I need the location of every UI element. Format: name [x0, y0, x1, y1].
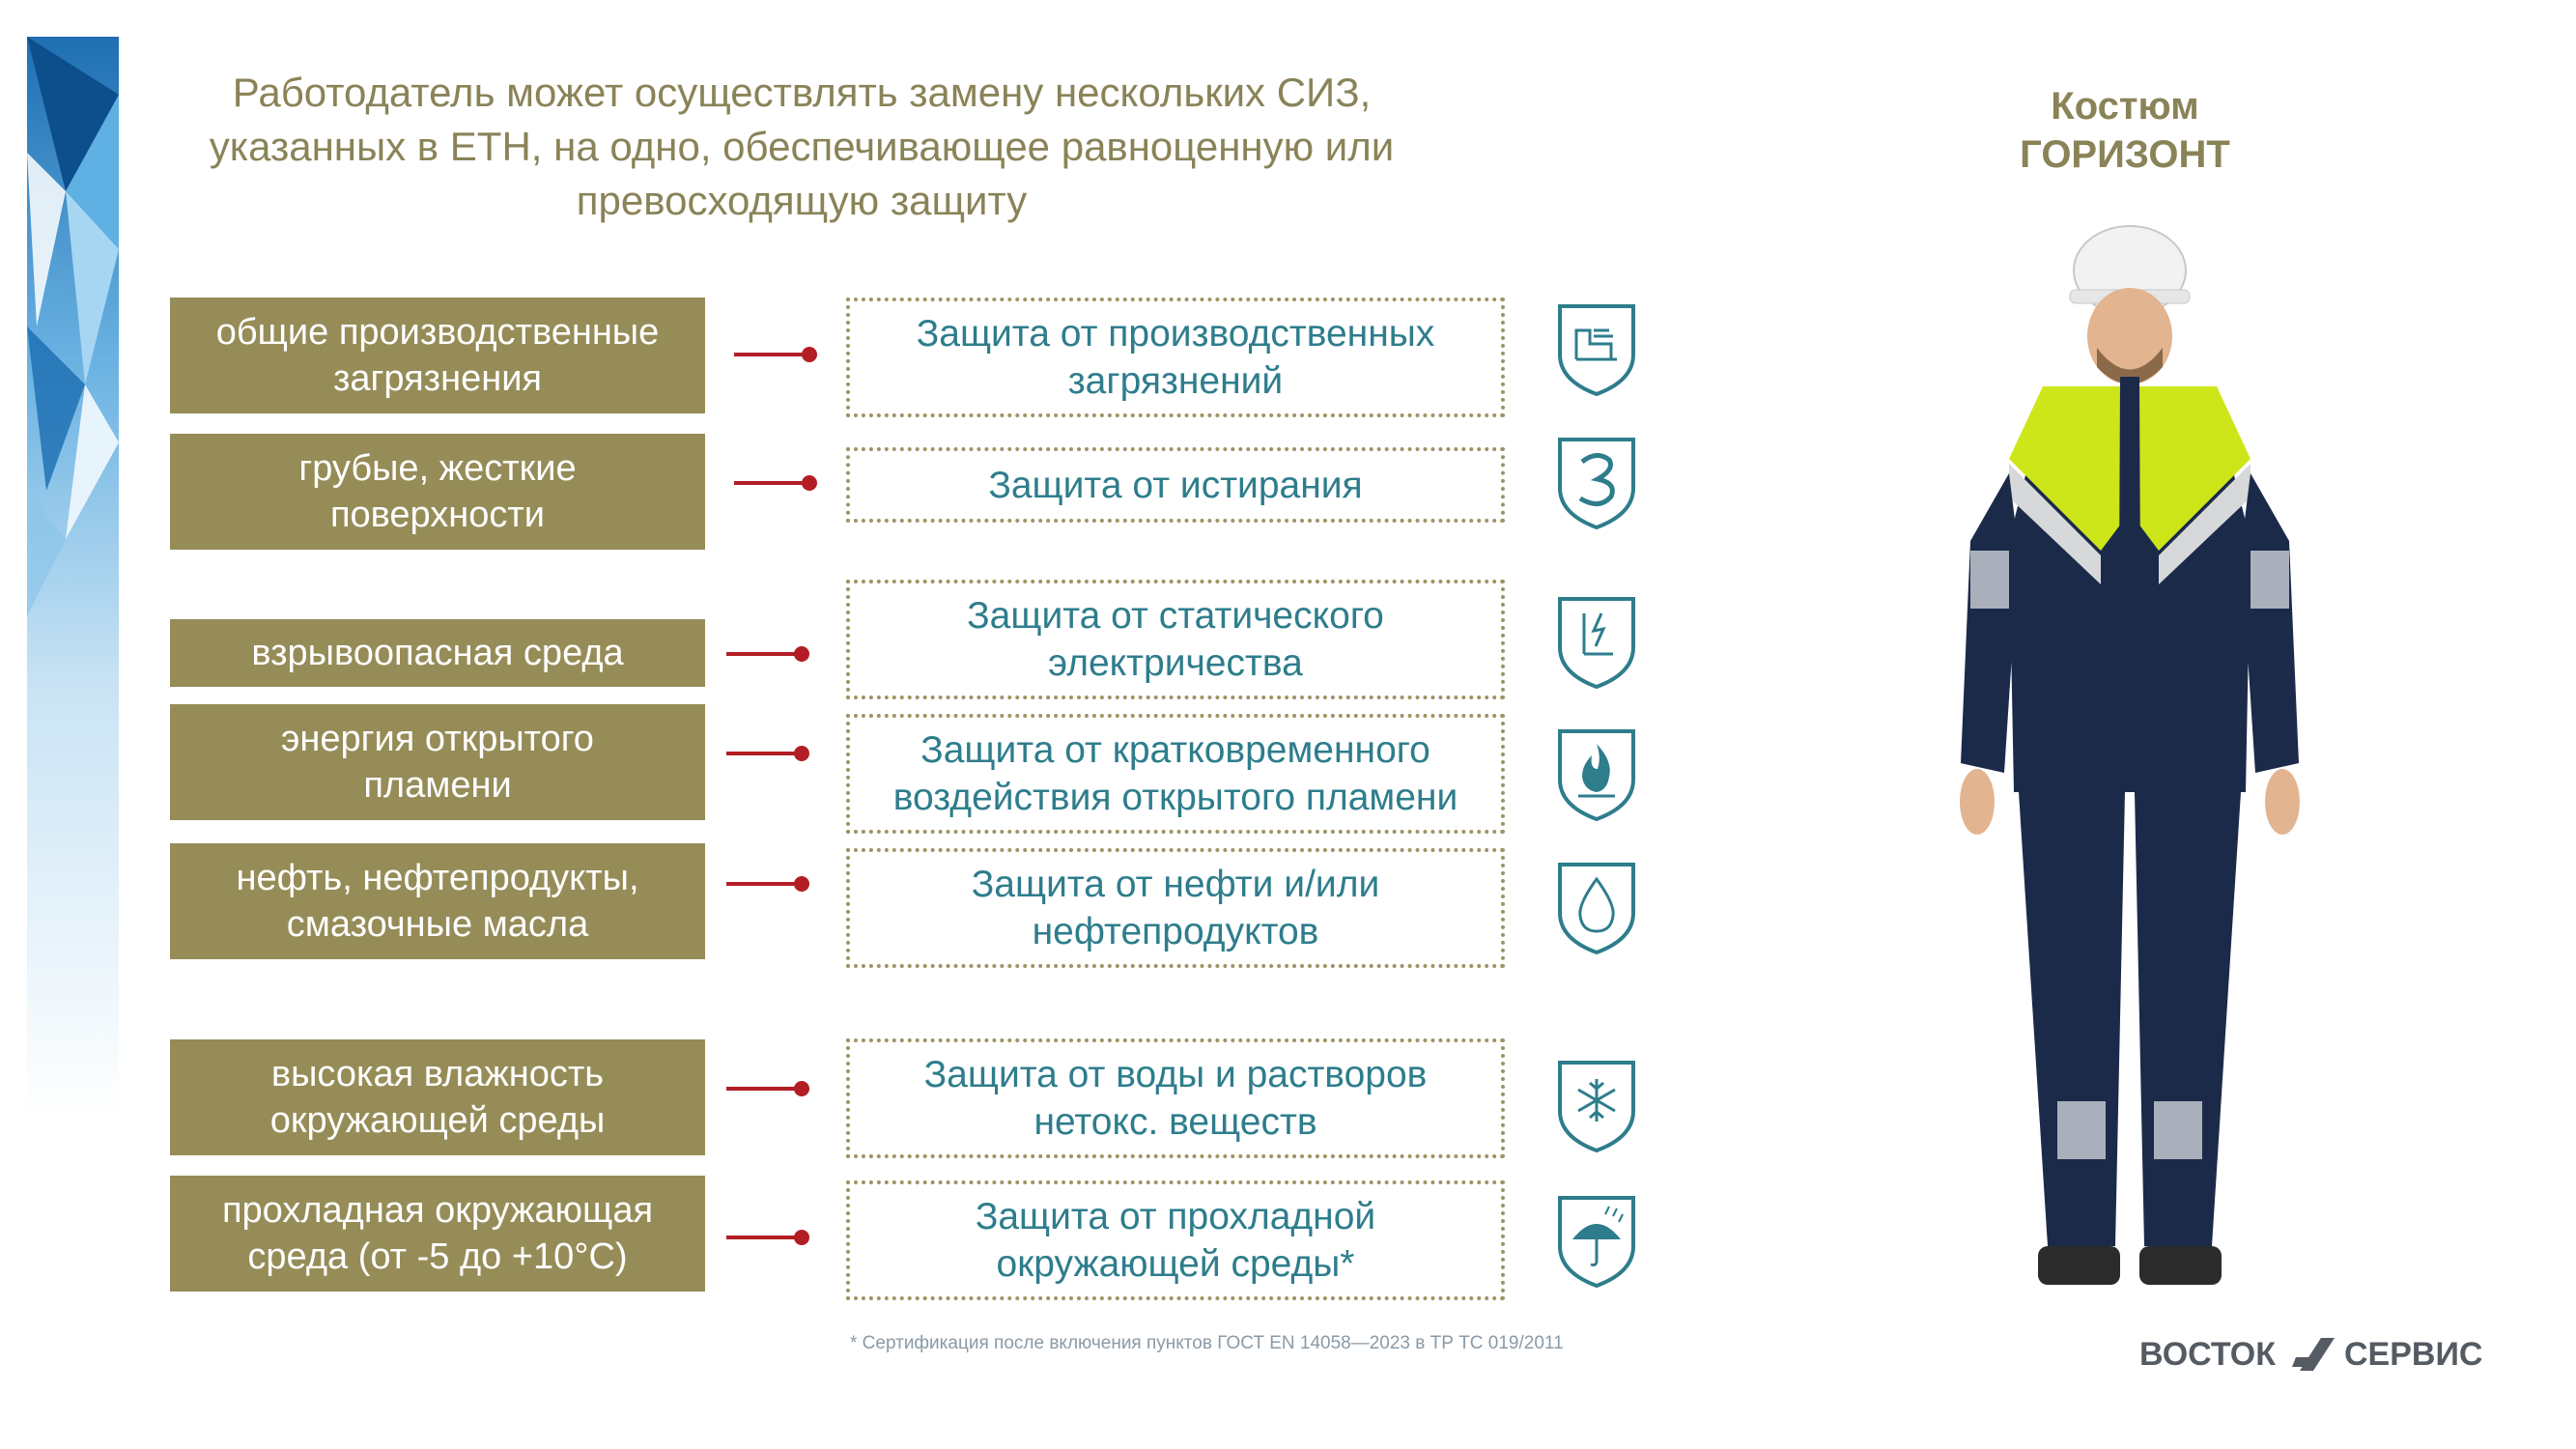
hazard-line: среда (от -5 до +10°С): [247, 1236, 628, 1277]
industrial-pollution-icon: [1558, 304, 1635, 397]
hazard-box: грубые, жесткие поверхности: [170, 434, 705, 550]
suit-illustration: [1960, 225, 2300, 1285]
hazard-box: нефть, нефтепродукты, смазочные масла: [170, 843, 705, 959]
connector-dot: [794, 1081, 809, 1096]
hazard-line: нефть, нефтепродукты,: [236, 858, 639, 898]
logo-text-right: СЕРВИС: [2344, 1336, 2483, 1373]
title-line: указанных в ЕТН, на одно, обеспечивающее…: [209, 124, 1395, 169]
hazard-line: поверхности: [329, 495, 546, 535]
hazard-line: высокая влажность: [270, 1054, 605, 1094]
title-line: Работодатель может осуществлять замену н…: [232, 70, 1372, 115]
protection-line: электричества: [1048, 642, 1303, 684]
product-title-line1: Костюм: [2051, 85, 2199, 128]
protection-box: Защита от истирания: [846, 447, 1505, 523]
hazard-box: общие производственные загрязнения: [170, 298, 705, 413]
connector-dot: [794, 646, 809, 662]
flame-icon: [1558, 729, 1635, 822]
protection-line: загрязнений: [1067, 360, 1284, 402]
logo-mark-icon: [2292, 1338, 2335, 1371]
connector-line: [726, 1236, 802, 1239]
connector-dot: [802, 475, 817, 491]
protection-line: нефтепродуктов: [1032, 911, 1319, 952]
product-title: Костюм ГОРИЗОНТ: [1932, 82, 2318, 179]
connector-dot: [794, 1230, 809, 1245]
company-logo: ВОСТОК СЕРВИС: [2139, 1328, 2487, 1386]
hazard-box: прохладная окружающая среда (от -5 до +10…: [170, 1176, 705, 1292]
protection-line: Защита от статического: [967, 595, 1384, 637]
protection-line: Защита от производственных: [916, 313, 1435, 355]
protection-line: Защита от истирания: [988, 464, 1363, 506]
connector-dot: [794, 876, 809, 892]
hazard-line: грубые, жесткие: [298, 448, 577, 489]
protection-line: нетокс. веществ: [1033, 1101, 1317, 1143]
footnote: * Сертификация после включения пунктов Г…: [850, 1333, 1564, 1353]
page-title: Работодатель может осуществлять замену н…: [155, 66, 1449, 228]
oil-drop-icon: [1558, 863, 1635, 955]
logo-text-left: ВОСТОК: [2139, 1336, 2276, 1373]
protection-line: Защита от кратковременного: [920, 729, 1430, 771]
protection-box: Защита от нефти и/или нефтепродуктов: [846, 848, 1505, 968]
protection-line: окружающей среды*: [996, 1243, 1355, 1285]
hazard-line: смазочные масла: [286, 904, 589, 945]
connector-line: [734, 353, 809, 356]
static-electricity-icon: [1558, 597, 1635, 690]
connector-dot: [802, 347, 817, 362]
protection-box: Защита от прохладной окружающей среды*: [846, 1180, 1505, 1300]
connector-dot: [794, 746, 809, 761]
protection-box: Защита от кратковременного воздействия от…: [846, 714, 1505, 834]
protection-line: Защита от прохладной: [975, 1196, 1376, 1237]
hazard-line: взрывоопасная среда: [251, 633, 624, 673]
hazard-box: высокая влажность окружающей среды: [170, 1039, 705, 1155]
hazard-line: общие производственные: [215, 312, 660, 353]
protection-box: Защита от статического электричества: [846, 580, 1505, 699]
connector-line: [726, 652, 802, 656]
snowflake-icon: [1558, 1061, 1635, 1153]
connector-line: [726, 752, 802, 755]
hazard-line: пламени: [363, 765, 512, 806]
connector-line: [726, 1087, 802, 1091]
hazard-box: взрывоопасная среда: [170, 619, 705, 687]
hazard-line: энергия открытого: [281, 719, 594, 759]
protection-line: Защита от воды и растворов: [923, 1054, 1428, 1095]
connector-line: [726, 882, 802, 886]
abrasion-icon: [1558, 438, 1635, 530]
title-line: превосходящую защиту: [576, 178, 1028, 223]
protection-box: Защита от производственных загрязнений: [846, 298, 1505, 417]
connector-line: [734, 481, 809, 485]
protection-box: Защита от воды и растворов нетокс. вещест…: [846, 1038, 1505, 1158]
hazard-line: прохладная окружающая: [221, 1190, 654, 1231]
hazard-line: окружающей среды: [269, 1100, 606, 1141]
umbrella-rain-icon: [1558, 1196, 1635, 1289]
hazard-line: загрязнения: [332, 358, 543, 399]
decorative-crystal-strip: [27, 37, 119, 1119]
product-title-line2: ГОРИЗОНТ: [2020, 133, 2230, 176]
protection-line: воздействия открытого пламени: [892, 777, 1458, 818]
protection-line: Защита от нефти и/или: [971, 864, 1380, 905]
hazard-box: энергия открытого пламени: [170, 704, 705, 820]
